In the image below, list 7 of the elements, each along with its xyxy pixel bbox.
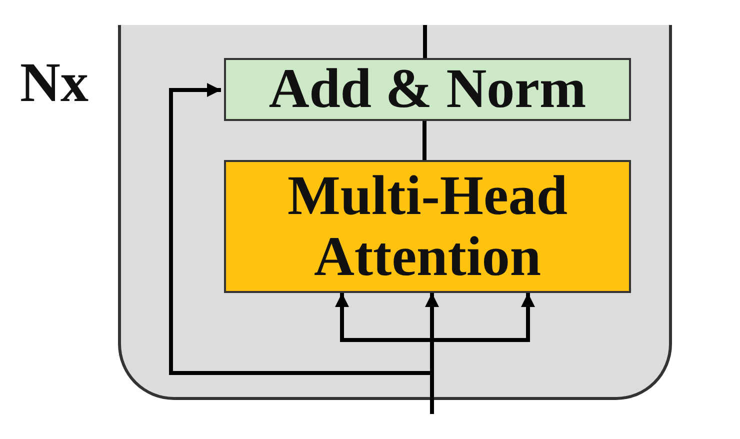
node-label: Multi-Head Attention bbox=[286, 166, 568, 287]
repeat-count-label: Nx bbox=[20, 55, 88, 111]
node-label: Add & Norm bbox=[268, 59, 588, 120]
process-box bbox=[224, 160, 631, 293]
connector-line bbox=[422, 121, 426, 160]
process-box bbox=[224, 58, 631, 121]
connector-line bbox=[423, 25, 427, 58]
